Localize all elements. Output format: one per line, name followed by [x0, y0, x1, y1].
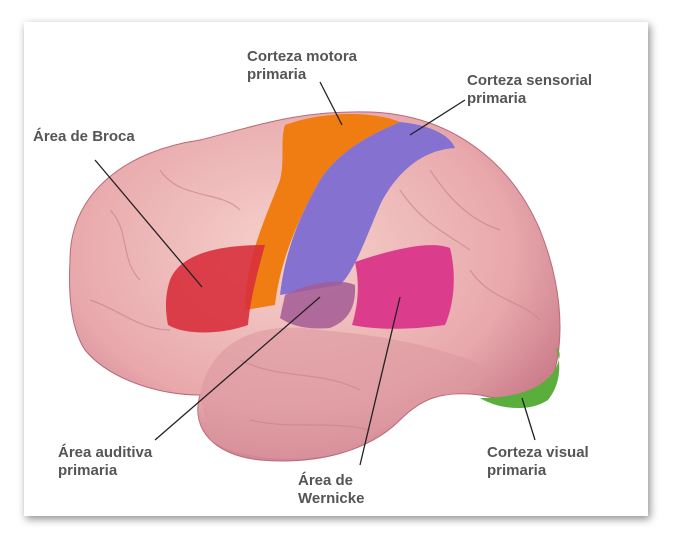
label-auditory-area: Área auditiva primaria: [58, 444, 152, 480]
sensory-cortex-region: [280, 122, 455, 295]
label-line: Corteza motora: [247, 48, 358, 65]
label-line: Corteza sensorial: [467, 72, 593, 89]
label-line: primaria: [247, 66, 307, 83]
label-line: primaria: [58, 462, 118, 479]
broca-area-region: [165, 245, 265, 333]
auditory-area-region: [280, 281, 356, 329]
label-line: primaria: [467, 90, 527, 107]
label-line: primaria: [487, 462, 547, 479]
brain-temporal-lobe: [200, 327, 485, 459]
label-sensory-cortex: Corteza sensorial primaria: [467, 72, 592, 108]
label-broca-area: Área de Broca: [33, 128, 135, 146]
label-line: Área de Broca: [33, 128, 135, 145]
leader-line-broca: [94, 159, 203, 288]
label-line: Wernicke: [298, 490, 365, 507]
label-line: Área auditiva: [58, 444, 153, 461]
leader-line-auditory: [154, 296, 321, 441]
visual-cortex-region: [480, 348, 560, 409]
label-line: Corteza visual: [487, 444, 589, 461]
label-visual-cortex: Corteza visual primaria: [487, 444, 589, 480]
label-line: Área de: [298, 472, 354, 489]
motor-cortex-region: [245, 114, 400, 311]
leader-line-motor: [319, 81, 343, 126]
wernicke-area-region: [352, 245, 454, 329]
label-motor-cortex: Corteza motora primaria: [247, 48, 357, 84]
leader-line-wernicke: [359, 296, 401, 466]
label-wernicke-area: Área de Wernicke: [298, 472, 364, 508]
leader-line-visual: [521, 397, 536, 441]
leader-lines: [94, 81, 536, 466]
leader-line-sensory: [409, 99, 466, 136]
